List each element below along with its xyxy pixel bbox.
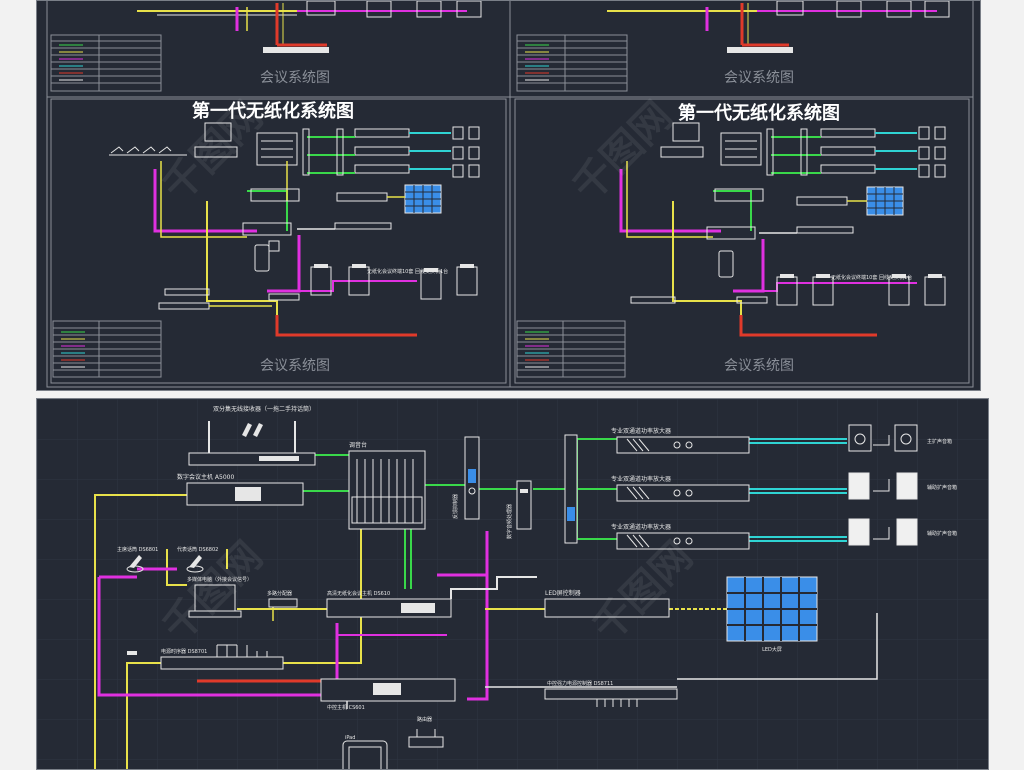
- audio-processor: [516, 480, 532, 530]
- label-amp-aux-1: 专业双通道功率放大器: [611, 475, 671, 483]
- conference-host: [186, 482, 304, 506]
- footer-title-bottom-left: 会议系统图: [260, 358, 330, 374]
- label-conference-host: 数字会议主机 A5000: [177, 473, 234, 481]
- panel-top-right: [516, 1, 950, 92]
- led-wall-icon-top-right: [866, 186, 904, 216]
- pc-laptop: [188, 584, 242, 618]
- feedback-suppressor: [464, 436, 480, 520]
- label-router: 路由器: [417, 716, 432, 723]
- paperless-host: [326, 598, 452, 618]
- label-speaker-aux-1: 辅助扩声音箱: [927, 484, 957, 491]
- bottom-drawing-sheet: 双分集无线接收器（一拖二手持话筒） 数字会议主机 A5000 调音台 反馈抑制器: [36, 398, 989, 770]
- power-sequencer: [127, 644, 284, 670]
- crossover-unit: [564, 434, 578, 544]
- power-controller: [544, 688, 678, 707]
- signal-distributor: [268, 598, 298, 608]
- top-drawing-sheet: 无纸化会议终端10套 回线交换机1台: [36, 0, 981, 391]
- panel-heading-right: 第一代无纸化系统图: [678, 102, 840, 124]
- label-led-wall: LED大屏: [762, 646, 782, 653]
- speakers-aux-1: [848, 472, 918, 500]
- footer-title-top-left: 会议系统图: [260, 70, 330, 86]
- label-wireless-receiver: 双分集无线接收器（一拖二手持话筒）: [213, 405, 315, 413]
- amplifier-aux-2: [616, 532, 750, 550]
- label-amp-aux-2: 专业双通道功率放大器: [611, 523, 671, 531]
- top-drawing-canvas: 无纸化会议终端10套 回线交换机1台: [46, 1, 974, 388]
- led-controller: [544, 598, 670, 618]
- label-speaker-main: 主扩声音箱: [927, 438, 952, 445]
- switch-label-left: 无纸化会议终端10套 回线交换机1台: [367, 268, 448, 275]
- amplifier-aux-1: [616, 484, 750, 502]
- label-feedback: 反馈抑制器: [452, 494, 459, 519]
- label-delegate-unit: 代表话筒 DS6802: [177, 546, 218, 553]
- label-central-control: 中控主机 CS601: [327, 704, 365, 711]
- delegate-unit: [186, 555, 204, 573]
- label-distributor: 多路分配器: [267, 590, 292, 597]
- footer-title-top-right: 会议系统图: [724, 70, 794, 86]
- panel-heading-left: 第一代无纸化系统图: [192, 100, 354, 122]
- label-processor: 数字音频处理器: [506, 504, 513, 539]
- central-control-host: [320, 678, 456, 702]
- label-speaker-aux-2: 辅助扩声音箱: [927, 530, 957, 537]
- panel-top-left: [50, 1, 482, 92]
- ipad-device: [342, 740, 388, 769]
- label-amp-main: 专业双通道功率放大器: [611, 427, 671, 435]
- label-led-controller: LED屏控制器: [545, 589, 581, 597]
- wireless-receiver: [188, 421, 316, 466]
- speakers-aux-2: [848, 518, 918, 546]
- label-paperless-host: 高清无纸化会议主机 DS610: [327, 590, 390, 597]
- led-wall: [726, 576, 818, 642]
- amplifier-main: [616, 436, 750, 454]
- bottom-drawing-canvas: 双分集无线接收器（一拖二手持话筒） 数字会议主机 A5000 调音台 反馈抑制器: [37, 399, 988, 769]
- label-pad: iPad: [345, 735, 355, 741]
- panel-bottom-left: 无纸化会议终端10套 回线交换机1台: [52, 122, 480, 378]
- network-router: [408, 729, 444, 748]
- switch-label-right: 无纸化会议终端10套 回线交换机1台: [831, 274, 912, 281]
- label-power-controller: 中控强力电源控制器 DS8711: [547, 680, 613, 687]
- mixer: [348, 450, 426, 530]
- speakers-main: [848, 424, 918, 452]
- chair-unit: [126, 555, 144, 573]
- label-mixer: 调音台: [349, 441, 367, 449]
- panel-bottom-right: 无纸化会议终端10套 回线交换机1台: [516, 122, 946, 378]
- led-wall-icon-top-left: [404, 184, 442, 214]
- label-chair-unit: 主席话筒 DS6801: [117, 546, 158, 553]
- label-pc: 多媒体电脑（外接会议信号）: [187, 576, 252, 583]
- footer-title-bottom-right: 会议系统图: [724, 358, 794, 374]
- label-sequencer: 电源时序器 DS8701: [161, 648, 207, 655]
